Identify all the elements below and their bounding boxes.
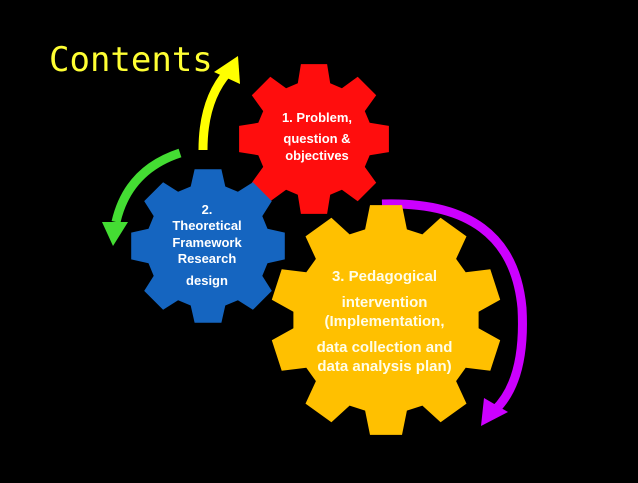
gear-theoretical-line-3: Framework [172,234,242,250]
yellow-arrow [198,56,240,151]
gear-pedagogical-line-5: data analysis plan) [317,358,452,375]
gear-pedagogical-line-3: (Implementation, [324,313,445,330]
gear-theoretical-line-1: 2. [201,202,213,217]
gear-theoretical-framework [131,169,285,323]
gear-theoretical-line-5: design [186,273,228,288]
gear-pedagogical-line-4: data collection and [316,338,453,356]
gear-pedagogical-label: 3. Pedagogical intervention (Implementat… [312,267,457,377]
gear-theoretical-line-2: Theoretical [172,218,242,234]
gear-problem-line-3: objectives [285,147,349,163]
gear-theoretical-label: 2. Theoretical Framework Research design [162,202,252,289]
gear-pedagogical-intervention [271,205,501,435]
gear-theoretical-line-4: Research [177,250,237,266]
gear-problem-line-1: 1. Problem, [281,110,353,125]
gear-pedagogical-line-1: 3. Pedagogical [331,268,438,285]
gear-problem-label: 1. Problem, question & objectives [262,110,372,164]
slide-title: Contents [49,40,213,80]
gear-problem [239,64,389,214]
green-arrow [102,148,182,246]
gear-pedagogical-line-2: intervention [341,293,428,311]
gear-problem-line-2: question & [283,131,351,147]
purple-arrow [381,199,527,426]
